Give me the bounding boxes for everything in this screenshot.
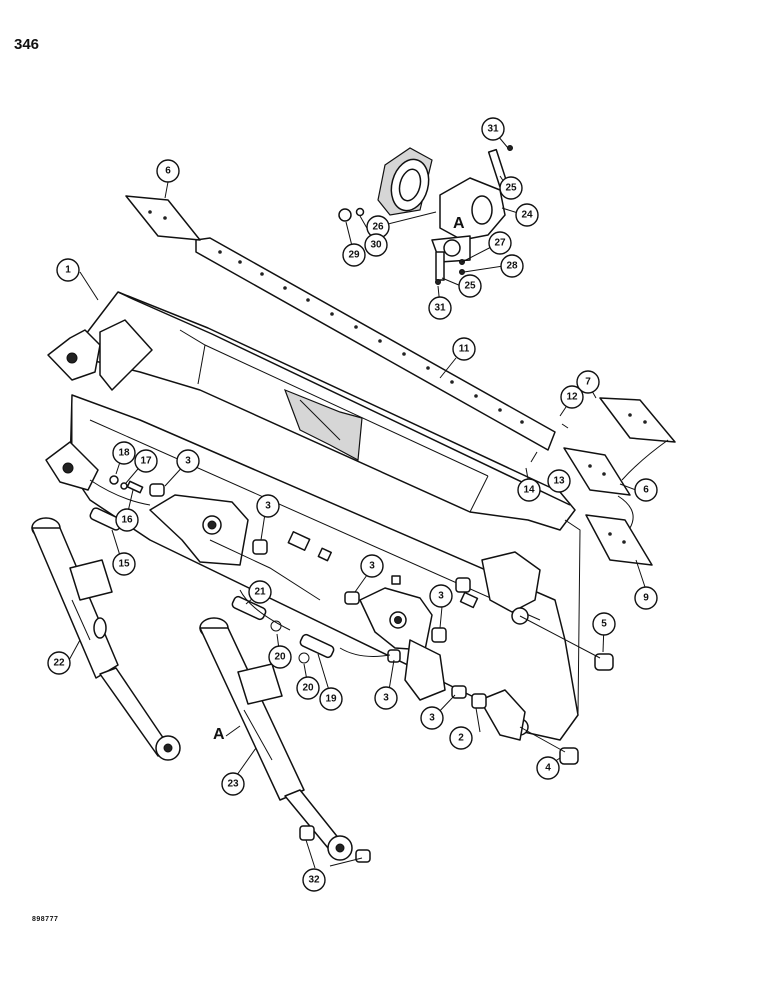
svg-text:3: 3 — [185, 456, 191, 467]
svg-text:19: 19 — [325, 694, 337, 705]
callout-31: 31 — [428, 296, 452, 320]
callout-32: 32 — [302, 868, 326, 892]
callout-28: 28 — [500, 254, 524, 278]
callout-6: 6 — [156, 159, 180, 183]
svg-text:11: 11 — [459, 344, 470, 355]
page-number: 346 — [14, 36, 40, 53]
svg-text:26: 26 — [372, 222, 384, 233]
figure-code: 898777 — [32, 916, 59, 923]
svg-text:3: 3 — [369, 561, 375, 572]
callout-30: 30 — [364, 233, 388, 257]
bolt-16-17-18 — [109, 475, 144, 494]
svg-text:3: 3 — [438, 591, 444, 602]
svg-text:20: 20 — [302, 683, 314, 694]
callout-3: 3 — [429, 584, 453, 608]
svg-text:29: 29 — [348, 250, 360, 261]
callout-4: 4 — [536, 756, 560, 780]
svg-text:2: 2 — [458, 733, 464, 744]
trunnion-assembly — [338, 145, 513, 285]
callout-31: 31 — [481, 117, 505, 141]
callout-13: 13 — [547, 469, 571, 493]
detail-marker-leader — [225, 725, 241, 737]
svg-text:17: 17 — [140, 456, 152, 467]
svg-text:1: 1 — [65, 265, 71, 276]
callout-3: 3 — [374, 686, 398, 710]
end-bit-right-9 — [585, 514, 653, 566]
svg-text:13: 13 — [553, 476, 565, 487]
callout-14: 14 — [517, 478, 541, 502]
svg-text:12: 12 — [566, 392, 578, 403]
svg-text:15: 15 — [118, 559, 130, 570]
cutting-edge — [195, 237, 556, 451]
callout-18: 18 — [112, 441, 136, 465]
callout-20: 20 — [296, 676, 320, 700]
callout-15: 15 — [112, 552, 136, 576]
detail-marker-cylinder: A — [213, 726, 225, 743]
callout-2: 2 — [449, 726, 473, 750]
callout-29: 29 — [342, 243, 366, 267]
svg-text:14: 14 — [523, 485, 535, 496]
svg-text:3: 3 — [383, 693, 389, 704]
svg-text:24: 24 — [521, 210, 533, 221]
pin-19 — [299, 633, 335, 659]
callout-25: 25 — [458, 274, 482, 298]
ring-20-a — [270, 620, 282, 632]
callout-23: 23 — [221, 772, 245, 796]
callout-21: 21 — [248, 580, 272, 604]
end-bit-arrow-lower — [617, 495, 634, 529]
svg-text:3: 3 — [265, 501, 271, 512]
callout-7: 7 — [576, 370, 600, 394]
end-bit-arrow-upper — [621, 439, 669, 481]
ring-20-b — [298, 652, 310, 664]
callout-3: 3 — [176, 449, 200, 473]
callout-3: 3 — [256, 494, 280, 518]
svg-text:30: 30 — [370, 240, 382, 251]
callout-25: 25 — [499, 176, 523, 200]
svg-text:31: 31 — [434, 303, 446, 314]
bushings — [149, 483, 614, 765]
callout-5: 5 — [592, 612, 616, 636]
callout-9: 9 — [634, 586, 658, 610]
svg-text:31: 31 — [487, 124, 499, 135]
callout-20: 20 — [268, 645, 292, 669]
end-bit-right-6 — [563, 447, 631, 496]
svg-text:21: 21 — [254, 587, 266, 598]
svg-text:3: 3 — [429, 713, 435, 724]
callout-17: 17 — [134, 449, 158, 473]
detail-marker-top: A — [453, 215, 465, 232]
svg-text:9: 9 — [643, 593, 649, 604]
svg-text:27: 27 — [494, 238, 506, 249]
callout-16: 16 — [115, 508, 139, 532]
svg-text:23: 23 — [227, 779, 239, 790]
alignment-lines — [89, 479, 601, 753]
svg-text:16: 16 — [121, 515, 133, 526]
end-bit-right-7 — [599, 397, 676, 443]
callout-6: 6 — [634, 478, 658, 502]
callout-27: 27 — [488, 231, 512, 255]
hydraulic-cylinder-23 — [199, 617, 371, 863]
hydraulic-cylinder-22 — [31, 517, 181, 761]
svg-text:25: 25 — [464, 281, 476, 292]
callout-3: 3 — [360, 554, 384, 578]
svg-text:7: 7 — [585, 377, 591, 388]
callout-3: 3 — [420, 706, 444, 730]
svg-text:18: 18 — [118, 448, 130, 459]
end-bit-left — [125, 195, 201, 241]
svg-text:6: 6 — [643, 485, 649, 496]
callout-22: 22 — [47, 651, 71, 675]
callout-19: 19 — [319, 687, 343, 711]
callout-24: 24 — [515, 203, 539, 227]
svg-text:5: 5 — [601, 619, 607, 630]
callout-1: 1 — [56, 258, 80, 282]
svg-text:20: 20 — [274, 652, 286, 663]
svg-text:4: 4 — [545, 763, 551, 774]
callout-12: 12 — [560, 385, 584, 409]
svg-text:28: 28 — [506, 261, 518, 272]
svg-text:32: 32 — [308, 875, 320, 886]
callout-11: 11 — [452, 337, 476, 361]
svg-text:25: 25 — [505, 183, 517, 194]
svg-text:22: 22 — [53, 658, 65, 669]
svg-text:6: 6 — [165, 166, 171, 177]
